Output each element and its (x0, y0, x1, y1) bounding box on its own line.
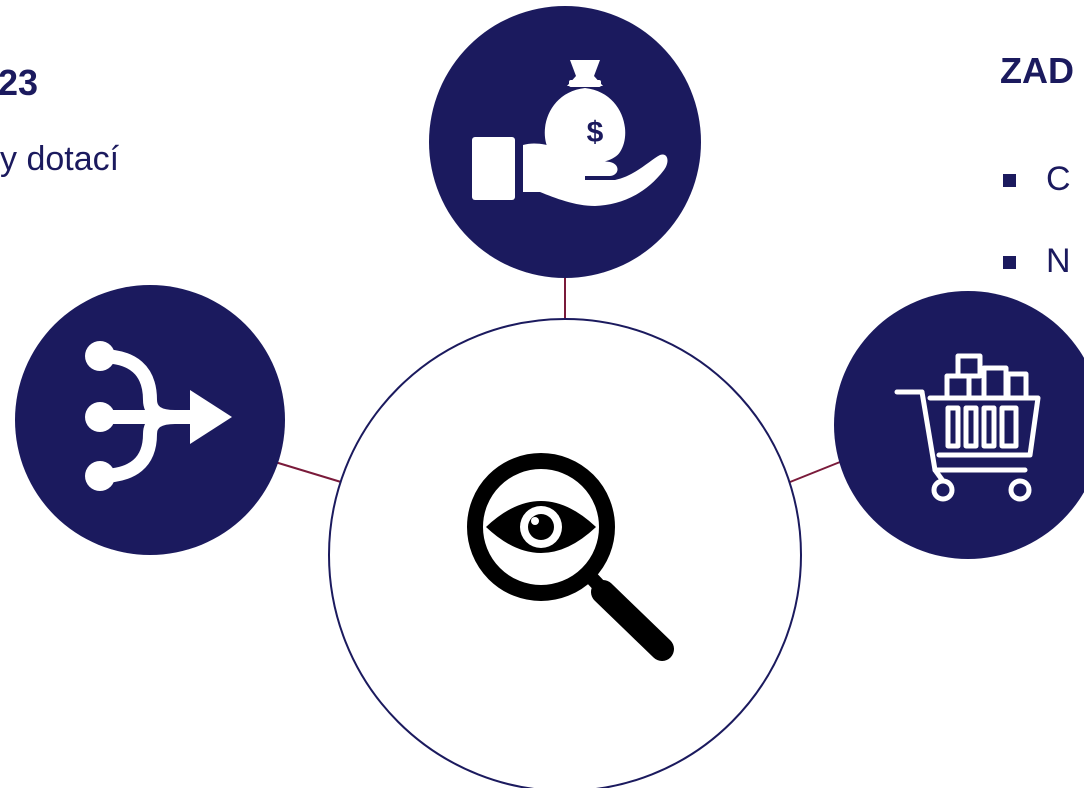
merge-arrow-icon (85, 341, 232, 491)
dollar-sign: $ (587, 116, 604, 149)
shopping-cart-icon (894, 353, 1041, 502)
connector-left (274, 461, 342, 483)
bullet-marker-2 (1003, 256, 1016, 269)
bullet-text-2: N (1046, 242, 1071, 280)
bullet-text-1: C (1046, 160, 1071, 198)
left-heading: 23 (0, 62, 39, 103)
money-bag-in-hand-icon (472, 60, 668, 206)
magnifier-eye-icon (467, 453, 674, 661)
bullet-marker-1 (1003, 174, 1016, 187)
connector-right (789, 461, 841, 483)
right-heading: ZAD (1000, 50, 1074, 91)
left-line: y dotací (0, 140, 120, 178)
